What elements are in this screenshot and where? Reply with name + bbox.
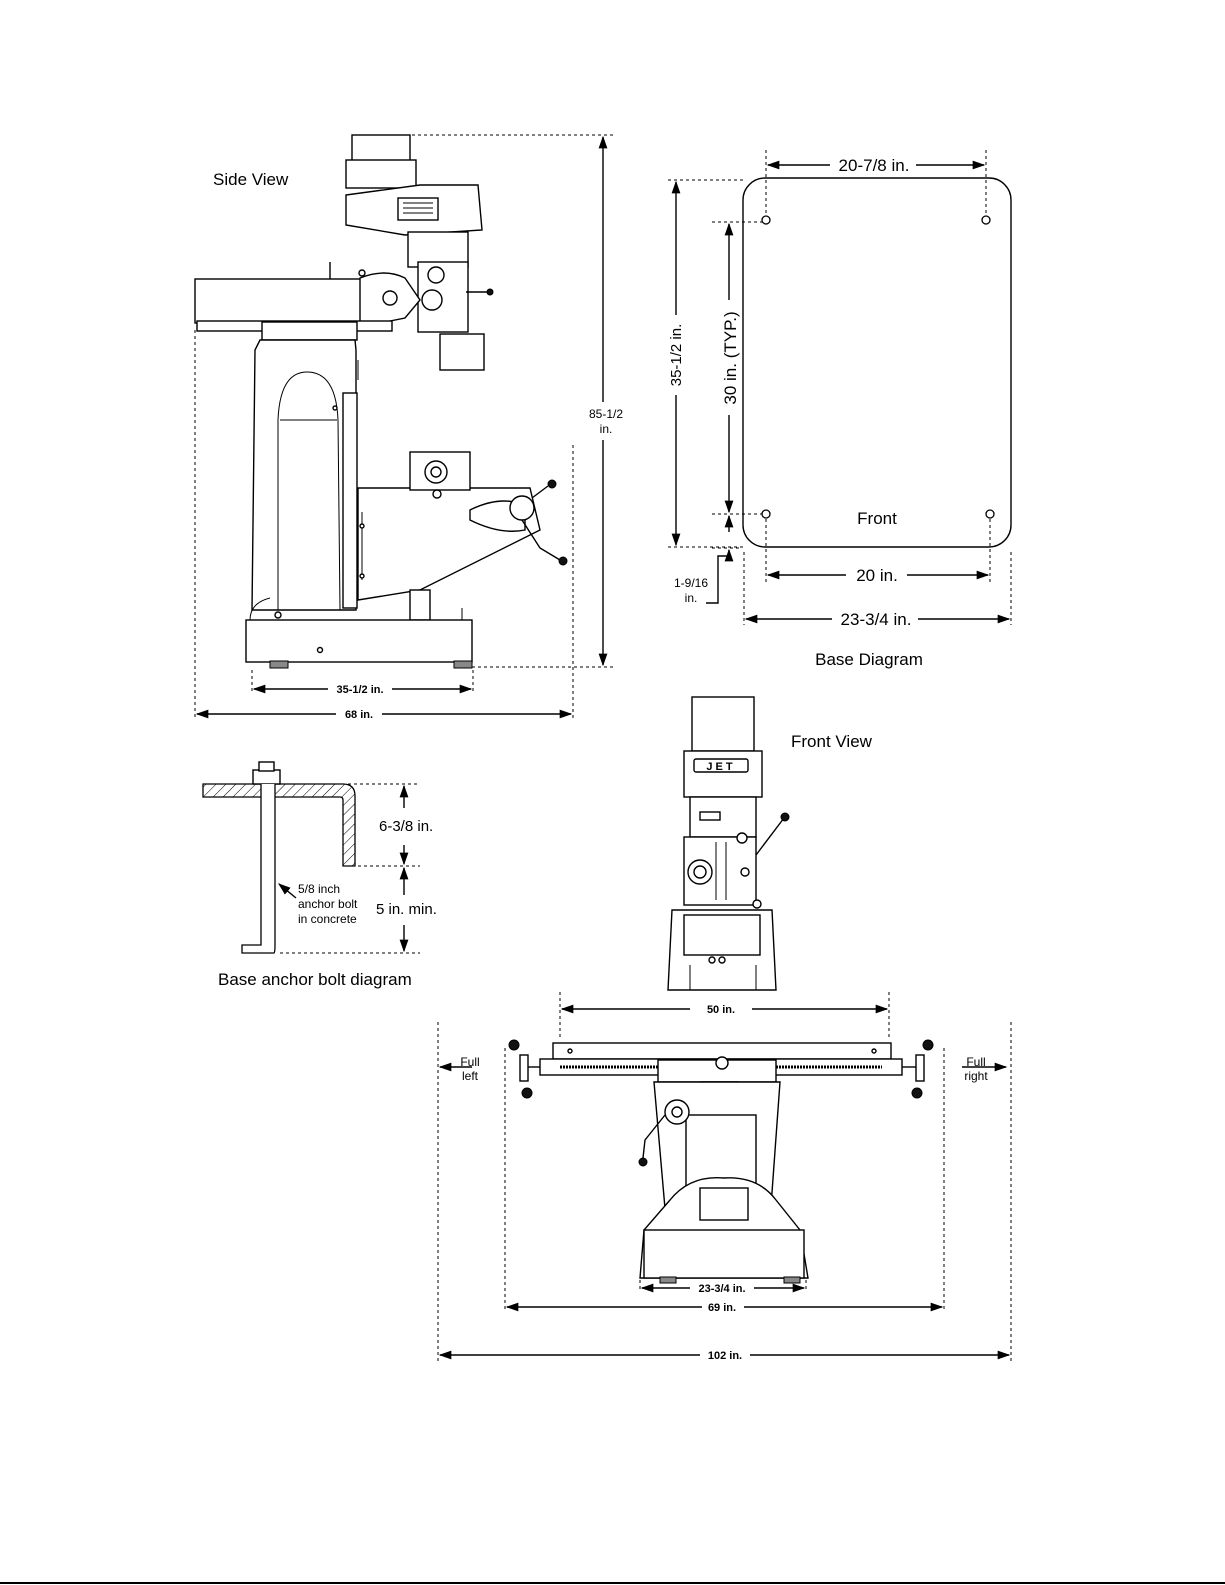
anchor-hole-front-right	[986, 510, 994, 518]
front-view-machine-drawing: JET	[509, 697, 933, 1283]
side-height-unit: in.	[600, 422, 613, 436]
anchor-base-section	[203, 784, 355, 866]
base-hole-spacing-dim: 30 in. (TYP.)	[721, 311, 740, 404]
jet-logo: JET	[706, 761, 735, 773]
base-depth-dim: 35-1/2 in.	[668, 324, 685, 387]
side-base-depth-dim: 35-1/2 in.	[336, 684, 383, 696]
side-overall-depth-dim: 68 in.	[345, 709, 373, 721]
side-view-machine-drawing	[195, 135, 567, 668]
anchor-hole-back-right	[982, 216, 990, 224]
base-diagram-label: Base Diagram	[815, 650, 923, 669]
full-right-label-line1: Full	[966, 1055, 985, 1069]
anchor-diagram-title: Base anchor bolt diagram	[218, 970, 412, 989]
anchor-hole-back-left	[762, 216, 770, 224]
front-view-label: Front View	[791, 732, 873, 751]
anchor-height-dim: 6-3/8 in.	[379, 818, 433, 835]
table-length-dim: 50 in.	[707, 1004, 735, 1016]
base-width-dim: 23-3/4 in.	[841, 610, 912, 629]
side-view: Side View	[195, 135, 623, 721]
front-view: Front View JET	[438, 697, 1011, 1362]
side-height-dim: 85-1/2	[589, 407, 623, 421]
anchor-bolt-diagram: 6-3/8 in. 5 in. min. 5/8 inch anchor bol…	[203, 762, 437, 989]
anchor-bolt	[242, 784, 275, 953]
front-overall-width-dim: 69 in.	[708, 1302, 736, 1314]
front-base-width-dim: 23-3/4 in.	[698, 1283, 745, 1295]
travel-width-dim: 102 in.	[708, 1350, 742, 1362]
anchor-note-line2: anchor bolt	[298, 897, 358, 911]
anchor-note-line1: 5/8 inch	[298, 882, 340, 896]
front-label: Front	[857, 509, 897, 528]
anchor-hole-front-left	[762, 510, 770, 518]
base-diagram: 20-7/8 in. 35-1/2 in. 30 in. (TYP.) 1-9/…	[668, 150, 1011, 669]
side-view-label: Side View	[213, 170, 289, 189]
base-hole-width-dim: 20-7/8 in.	[839, 156, 910, 175]
full-left-label-line2: left	[462, 1069, 479, 1083]
base-front-offset-unit: in.	[685, 591, 698, 605]
base-hole-width-front-dim: 20 in.	[856, 566, 898, 585]
anchor-note-line3: in concrete	[298, 912, 357, 926]
full-right-label-line2: right	[964, 1069, 988, 1083]
anchor-depth-dim: 5 in. min.	[376, 901, 437, 918]
base-front-offset-dim: 1-9/16	[674, 576, 708, 590]
base-outline	[743, 178, 1011, 547]
full-left-label-line1: Full	[460, 1055, 479, 1069]
